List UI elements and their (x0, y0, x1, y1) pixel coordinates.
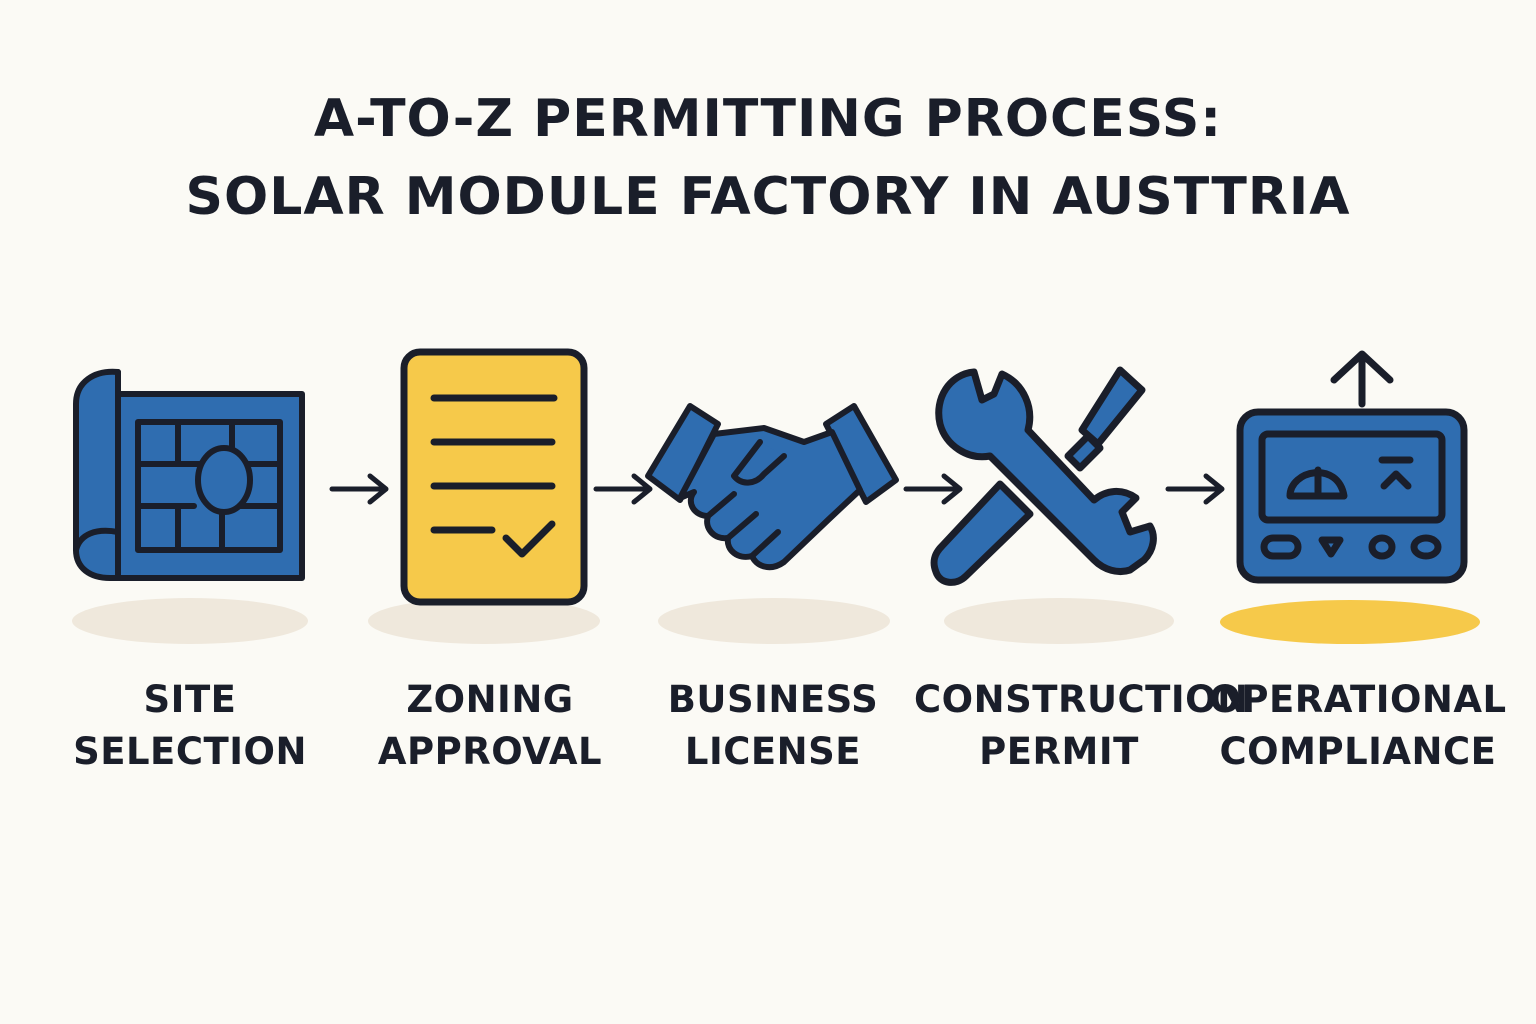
diagram-title-line-1: A-TO-Z PERMITTING PROCESS: (313, 89, 1223, 149)
step-3-label: BUSINESS LICENSE (642, 674, 904, 778)
control-panel-icon (1236, 350, 1468, 584)
arrow-3-4-icon (903, 473, 963, 505)
checklist-document-icon (400, 348, 588, 606)
step-1-shadow (72, 598, 308, 644)
wrench-screwdriver-icon (930, 366, 1157, 586)
step-5-label-line-2: COMPLIANCE (1219, 730, 1497, 773)
step-4-label-line-1: CONSTRUCTION (914, 678, 1249, 721)
step-3-label-line-1: BUSINESS (667, 678, 879, 721)
step-1-label: SITE SELECTION (60, 674, 320, 778)
step-4-label: CONSTRUCTION PERMIT (914, 674, 1249, 778)
step-1-label-line-1: SITE (143, 678, 237, 721)
blueprint-map-icon (73, 368, 305, 581)
step-2-shadow (368, 598, 600, 644)
step-2-label: ZONING APPROVAL (360, 674, 620, 778)
step-2-label-line-2: APPROVAL (377, 730, 603, 773)
step-5-shadow (1220, 600, 1480, 644)
step-3-label-line-2: LICENSE (684, 730, 862, 773)
arrow-1-2-icon (329, 473, 389, 505)
arrow-4-5-icon (1165, 473, 1225, 505)
step-1-label-line-2: SELECTION (73, 730, 307, 773)
step-5-label: OPERATIONAL COMPLIANCE (1206, 674, 1510, 778)
handshake-icon (645, 403, 899, 571)
step-3-shadow (658, 598, 890, 644)
step-4-shadow (944, 598, 1174, 644)
step-2-label-line-1: ZONING (406, 678, 574, 721)
arrow-2-3-icon (593, 473, 653, 505)
step-4-label-line-2: PERMIT (979, 730, 1139, 773)
diagram-title-line-2: SOLAR MODULE FACTORY IN AUSTTRIA (185, 167, 1351, 227)
step-5-label-line-1: OPERATIONAL (1209, 678, 1507, 721)
